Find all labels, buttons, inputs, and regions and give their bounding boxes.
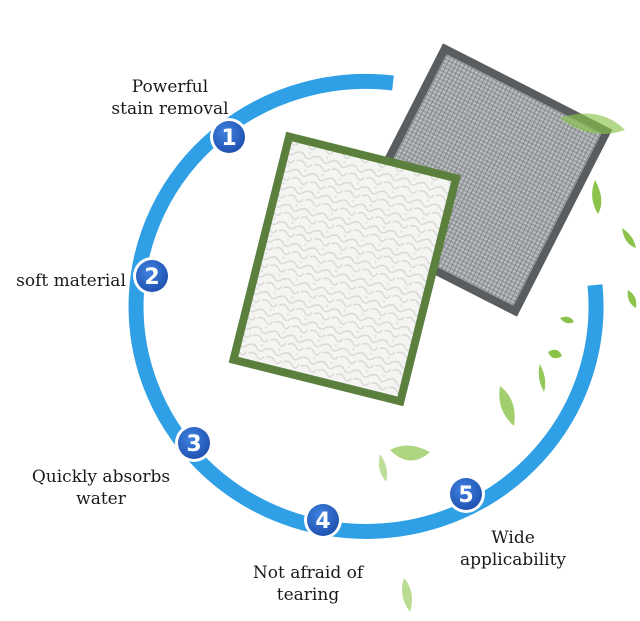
feature-label-3: Quickly absorbs water (20, 466, 182, 510)
feature-label-4: Not afraid of tearing (223, 562, 393, 606)
leaf-icon (378, 113, 637, 612)
feature-label-line: water (76, 489, 126, 509)
feature-label-line: Powerful (131, 77, 209, 97)
feature-label-line: tearing (276, 585, 340, 605)
feature-badge-number: 4 (315, 509, 330, 534)
feature-badge-1: 1 (210, 118, 248, 156)
feature-badge-3: 3 (175, 424, 213, 462)
feature-badge-4: 4 (304, 501, 342, 539)
white-cloth-image (228, 131, 461, 407)
feature-label-1: Powerful stain removal (70, 76, 270, 120)
feature-badge-5: 5 (447, 475, 485, 513)
feature-badge-number: 1 (221, 126, 236, 151)
feature-badge-number: 3 (186, 432, 201, 457)
feature-label-line: Not afraid of (252, 563, 364, 583)
feature-badge-2: 2 (133, 257, 171, 295)
feature-label-line: soft material (16, 271, 126, 291)
feature-label-line: stain removal (111, 99, 229, 119)
feature-label-line: applicability (459, 550, 567, 570)
feature-badge-number: 5 (458, 483, 473, 508)
feature-label-line: Wide (491, 528, 535, 548)
feature-label-5: Wide applicability (433, 527, 593, 571)
feature-badge-number: 2 (144, 265, 159, 290)
feature-label-line: Quickly absorbs (31, 467, 171, 487)
feature-label-2: soft material (0, 270, 142, 292)
